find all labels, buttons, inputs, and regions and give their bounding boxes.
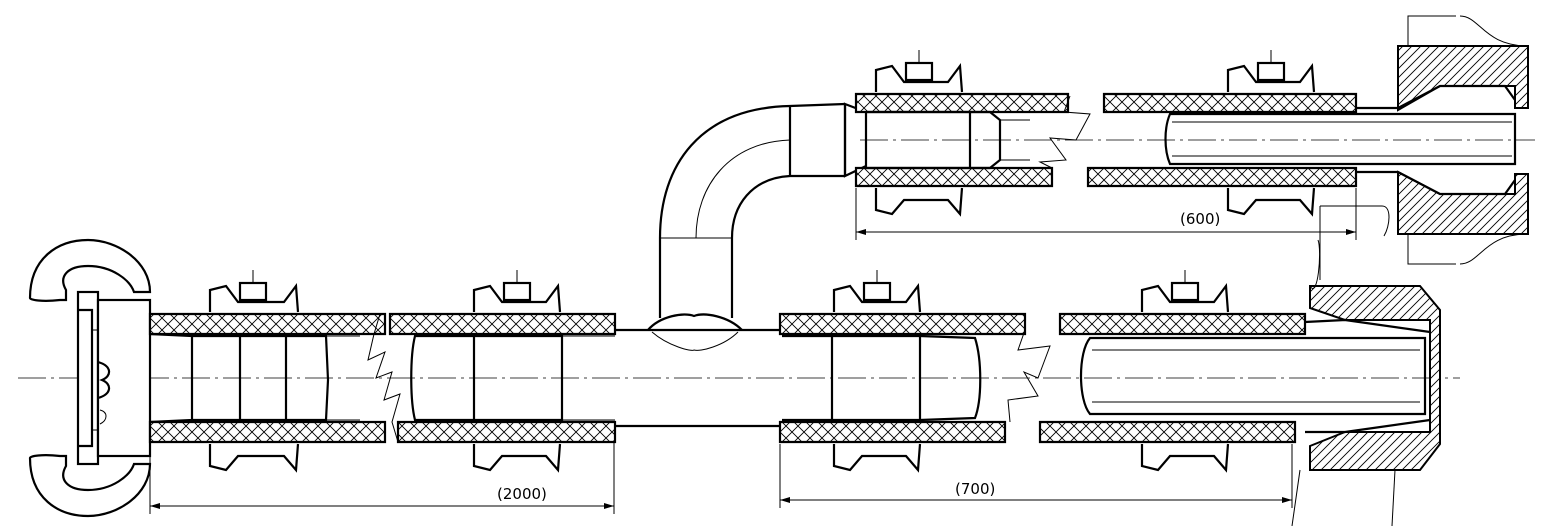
hose-segment-2 xyxy=(388,312,617,444)
upper-flange-connector xyxy=(1356,15,1529,265)
hose-segment-3 xyxy=(778,312,1027,444)
break-line-1 xyxy=(367,313,401,443)
break-line-3 xyxy=(1007,329,1051,423)
hose-clamp-1 xyxy=(208,270,300,473)
hose-clamp-2 xyxy=(472,270,562,473)
dimension-lower-right: (700) xyxy=(779,444,1293,508)
dimension-lower-left: (2000) xyxy=(149,440,615,514)
claw-coupling xyxy=(28,238,152,518)
upper-hose-clamp-1 xyxy=(874,50,964,217)
upper-hose-clamp-2 xyxy=(1226,50,1316,217)
hose-clamp-3 xyxy=(832,270,922,473)
hose-clamp-4 xyxy=(1140,270,1230,473)
break-line-upper xyxy=(1038,95,1091,169)
dimension-label-600: (600) xyxy=(1180,210,1220,228)
dimension-label-700: (700) xyxy=(955,480,995,498)
dimension-label-2000: (2000) xyxy=(497,485,547,503)
upper-hose-segment-b xyxy=(1086,92,1517,188)
upper-hose-segment-a xyxy=(854,92,1070,188)
tee-pipe xyxy=(615,102,868,428)
lower-flange-connector xyxy=(1291,239,1441,526)
hose-segment-4 xyxy=(1038,312,1427,444)
hose-segment-1 xyxy=(148,312,387,444)
dimension-upper: (600) xyxy=(855,188,1390,280)
